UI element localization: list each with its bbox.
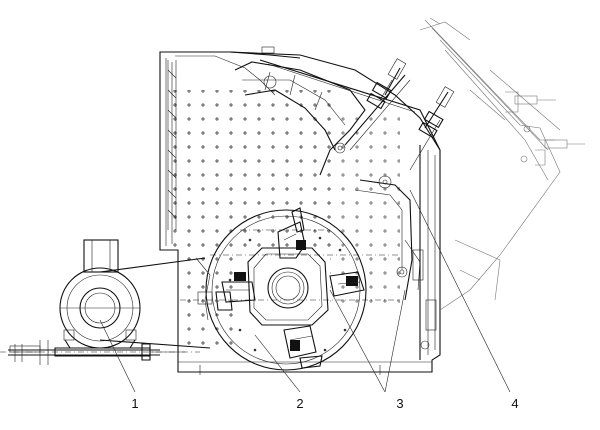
chain (167, 60, 177, 230)
leader-lines (99, 189, 511, 393)
callout-label: 2 (296, 396, 303, 411)
open-casing-ghost (419, 17, 585, 311)
blow-bar-top (277, 207, 306, 259)
callout-1: 1 (131, 396, 138, 411)
adjusting-rod-upper (366, 58, 407, 110)
callout-label: 3 (396, 396, 403, 411)
lower-impact-apron (354, 175, 424, 301)
rotor (205, 207, 367, 371)
blow-bar-bottom (283, 325, 323, 369)
blow-bar-right (329, 271, 365, 297)
callout-label: 4 (511, 396, 518, 411)
adjusting-rod-lower (409, 86, 455, 171)
crusher-housing (159, 46, 455, 375)
callout-2: 2 (296, 396, 303, 411)
upper-impact-apron (234, 61, 366, 176)
blow-bar-left (215, 272, 256, 311)
callout-3: 3 (396, 396, 403, 411)
base-rail (0, 340, 200, 365)
callout-4: 4 (511, 396, 518, 411)
motor (54, 239, 151, 357)
callout-label: 1 (131, 396, 138, 411)
